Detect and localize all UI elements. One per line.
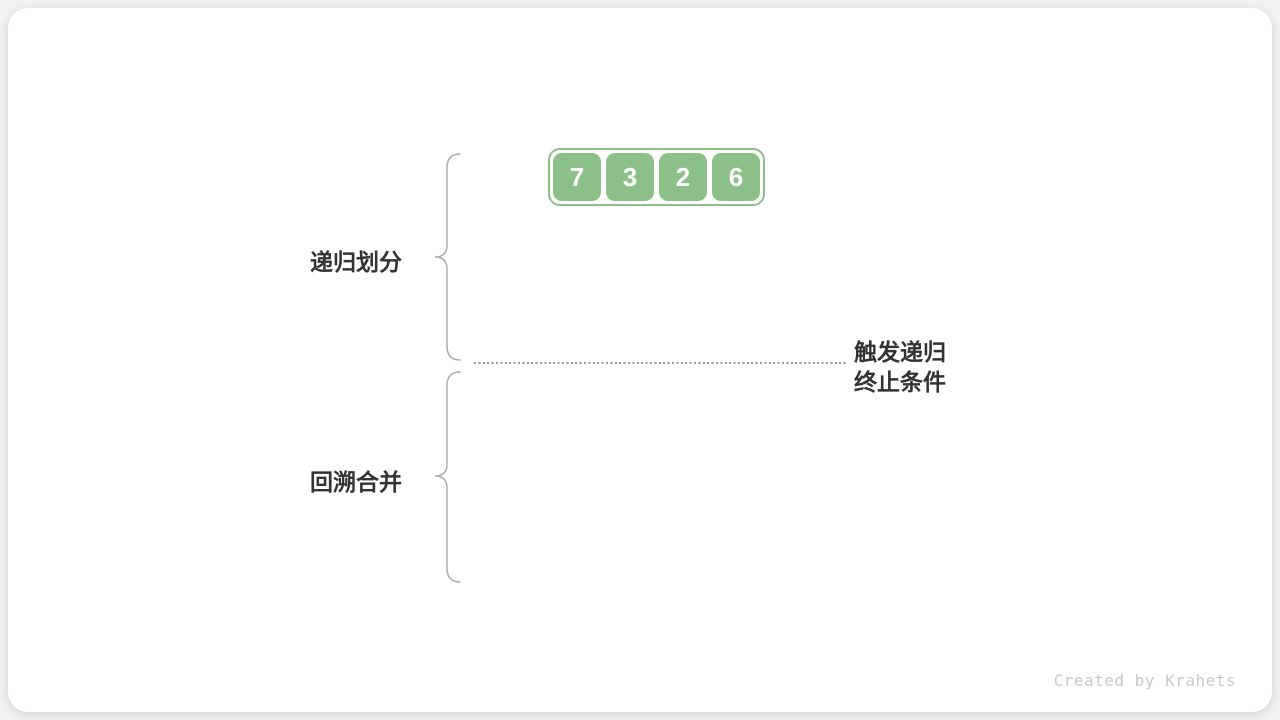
curly-brace-icon	[434, 371, 461, 583]
curly-brace-icon	[434, 153, 461, 361]
array-cell: 2	[659, 153, 707, 201]
credit-watermark: Created by Krahets	[1053, 671, 1236, 690]
termination-annotation-line1: 触发递归	[854, 339, 946, 365]
label-recursive-divide: 递归划分	[310, 249, 402, 275]
array-cell: 6	[712, 153, 760, 201]
termination-annotation-line2: 终止条件	[854, 369, 946, 395]
diagram-card: 7 3 2 6 递归划分 回溯合并 触发递归 终止条件 Created by K…	[8, 8, 1272, 712]
array-cell: 3	[606, 153, 654, 201]
array-container: 7 3 2 6	[548, 148, 765, 206]
label-backtrack-merge: 回溯合并	[310, 469, 402, 495]
array-cell: 7	[553, 153, 601, 201]
termination-annotation: 触发递归 终止条件	[854, 337, 946, 397]
termination-dotted-line	[474, 362, 846, 364]
